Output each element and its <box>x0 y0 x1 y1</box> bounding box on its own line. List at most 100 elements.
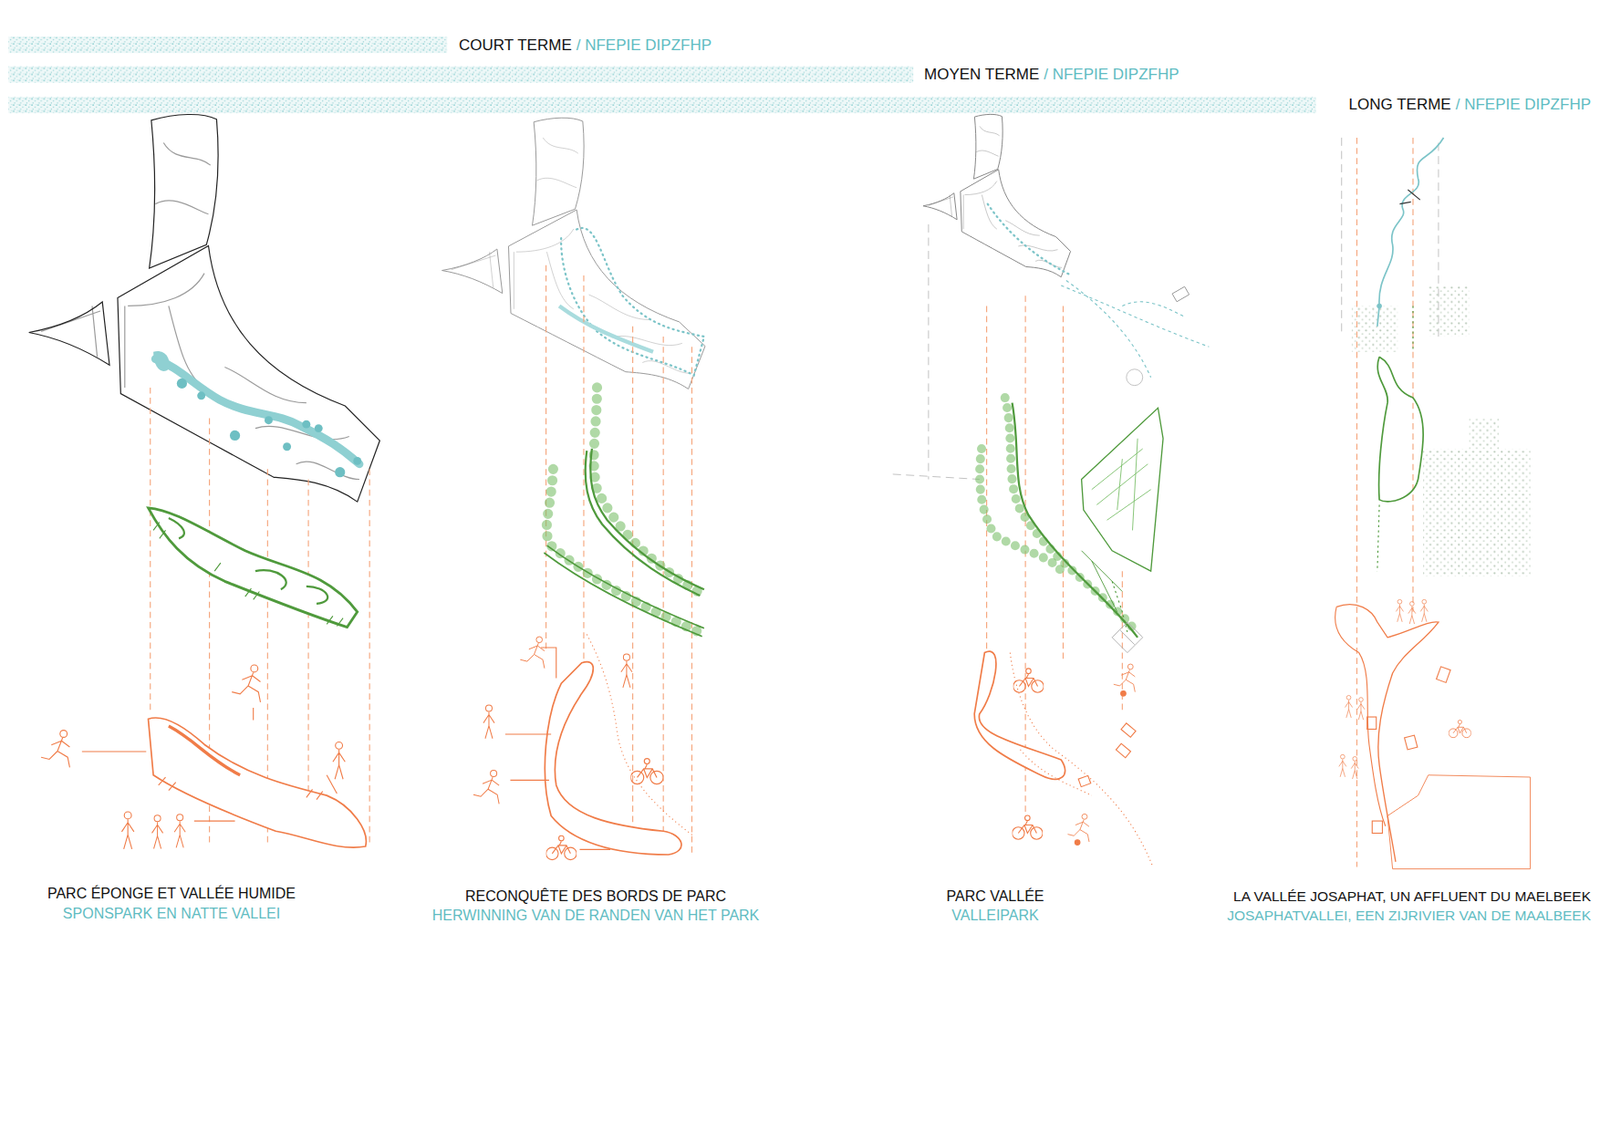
timeline-bars <box>8 66 914 84</box>
sponge-park-layers <box>264 415 273 425</box>
phase-caption-translation: VALLEIPARK <box>951 907 1039 925</box>
valley-park-layers <box>1012 815 1044 840</box>
josaphat-valley-layers <box>1387 775 1531 870</box>
valley-park-layers <box>1121 723 1136 738</box>
josaphat-valley-layers <box>1339 599 1472 833</box>
sponge-park-layers <box>148 717 367 848</box>
valley-park-layers <box>893 224 980 480</box>
term-row: LONG TERME/ NFEPIE DIPZFHP <box>1349 95 1591 115</box>
josaphat-valley-layers <box>1345 695 1353 717</box>
josaphat-valley-layers <box>1377 356 1424 502</box>
josaphat-valley-layers <box>1371 820 1382 833</box>
phase-caption: RECONQUÊTE DES BORDS DE PARC <box>465 888 727 905</box>
sponge-park-layers <box>168 726 240 776</box>
sponge-park-layers <box>153 351 169 372</box>
park-edges-layers <box>545 265 547 654</box>
sponge-park-layers <box>121 811 134 850</box>
josaphat-valley-layers <box>1336 604 1439 863</box>
josaphat-valley-layers <box>1395 599 1403 622</box>
park-edges-layers <box>546 835 578 860</box>
valley-park-layers <box>1126 369 1143 386</box>
park-edges-layers <box>540 647 557 679</box>
valley-park-layers <box>1013 668 1045 693</box>
sponge-park-layers <box>152 815 164 850</box>
phase-caption-translation: SPONSPARK EN NATTE VALLEI <box>62 905 281 923</box>
valley-park-layers <box>1172 286 1190 302</box>
timeline-bars <box>8 96 1316 114</box>
valley-park-layers <box>1005 397 1133 628</box>
valley-park-layers <box>1113 664 1135 693</box>
park-edges-layers <box>442 117 707 860</box>
park-edges-layers <box>546 468 705 634</box>
valley-park-layers <box>927 224 929 480</box>
park-edges-layers <box>621 654 633 688</box>
josaphat-valley-layers <box>1468 417 1500 449</box>
valley-park-layers <box>1121 691 1127 697</box>
valley-park-layers <box>1081 407 1164 572</box>
park-edges-layers <box>561 228 705 375</box>
sponge-park-layers <box>282 442 291 451</box>
sponge-park-layers <box>158 777 323 800</box>
sponge-park-layers <box>332 741 345 780</box>
term-label: MOYEN TERME <box>924 65 1039 84</box>
sponge-park-layers <box>194 820 236 822</box>
park-edges-layers <box>473 636 664 861</box>
phase-caption-translation: JOSAPHATVALLEI, EEN ZIJRIVIER VAN DE MAA… <box>1226 907 1591 925</box>
josaphat-valley-layers <box>1339 754 1347 777</box>
phase-caption: LA VALLÉE JOSAPHAT, UN AFFLUENT DU MAELB… <box>1233 888 1591 905</box>
park-edges-layers <box>663 336 665 837</box>
park-edges-layers <box>519 636 545 669</box>
sponge-park-layers <box>308 479 310 807</box>
josaphat-valley-layers <box>1420 599 1428 622</box>
timeline-bars <box>8 36 1316 114</box>
valley-park-layers <box>1068 813 1090 842</box>
phase-caption-translation: HERWINNING VAN DE RANDEN VAN HET PARK <box>432 907 760 925</box>
park-edges-layers <box>582 275 584 674</box>
sponge-park-layers <box>149 387 151 715</box>
valley-park-layers <box>1009 653 1154 868</box>
sponge-park-layers <box>197 391 206 400</box>
term-label: LONG TERME <box>1349 95 1452 115</box>
sponge-park-layers <box>334 467 345 478</box>
sponge-park-layers <box>82 750 146 752</box>
park-edges-layers <box>630 758 664 785</box>
josaphat-valley-layers <box>1423 448 1530 577</box>
josaphat-valley-layers <box>1350 757 1359 780</box>
josaphat-valley-layers <box>1340 137 1342 337</box>
park-edges-layers <box>544 662 682 855</box>
valley-park-layers <box>1091 438 1152 531</box>
valley-park-layers <box>979 448 1061 572</box>
sponge-park-layers <box>168 518 328 604</box>
josaphat-valley-layers <box>1412 137 1413 613</box>
valley-park-layers <box>1012 403 1139 638</box>
park-edges-layers <box>505 733 551 735</box>
josaphat-valley-layers <box>1376 303 1382 310</box>
sponge-park-layers <box>314 424 323 433</box>
term-label: COURT TERME <box>458 36 572 55</box>
valley-park-layers <box>893 474 980 480</box>
valley-park-layers <box>987 204 1072 276</box>
josaphat-valley-layers <box>1367 716 1377 729</box>
park-edges-layers <box>593 387 707 597</box>
sponge-park-layers <box>41 664 345 850</box>
park-edges-layers <box>559 305 654 352</box>
josaphat-valley-layers <box>1428 285 1470 337</box>
josaphat-valley-layers <box>1335 137 1531 870</box>
sponge-park-layers <box>231 664 260 703</box>
sponge-park-layers <box>174 814 186 849</box>
park-edges-layers <box>543 545 705 637</box>
sponge-park-layers <box>252 707 254 720</box>
josaphat-valley-layers <box>1404 735 1418 750</box>
josaphat-valley-layers <box>1448 720 1472 738</box>
josaphat-valley-layers <box>1377 305 1413 572</box>
josaphat-valley-layers <box>1356 137 1413 867</box>
sponge-park-layers <box>176 378 188 389</box>
term-row: COURT TERME/ NFEPIE DIPZFHP <box>458 36 712 55</box>
josaphat-valley-layers <box>1377 137 1445 327</box>
josaphat-valley-layers <box>1335 606 1386 826</box>
timeline-bars <box>8 36 447 53</box>
park-edges-layers <box>483 705 495 739</box>
valley-park-layers <box>923 114 1071 277</box>
valley-park-layers <box>1062 305 1064 663</box>
sponge-park-layers <box>176 378 362 478</box>
